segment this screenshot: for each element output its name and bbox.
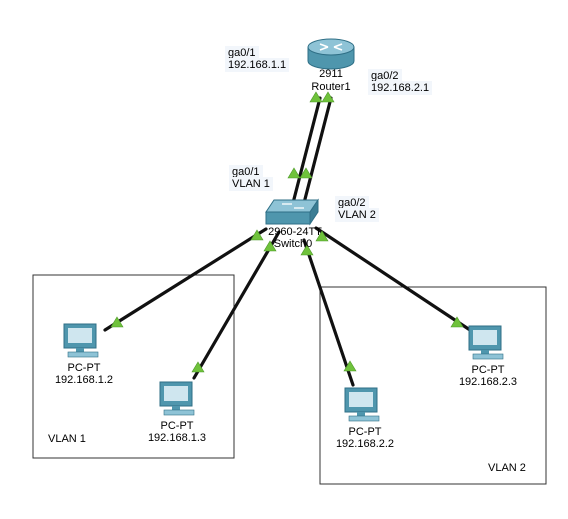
router-ga01-ip-label: 192.168.1.1: [225, 58, 290, 72]
pc-ip-label: 192.168.2.2: [335, 438, 395, 450]
switch-ga02-vlan-label: VLAN 2: [335, 208, 379, 222]
pc-icon[interactable]: [159, 381, 195, 416]
link-status-markers: [110, 91, 464, 373]
link-up-marker-pc3: [343, 360, 357, 372]
router-ga02-port-label: ga0/2: [368, 69, 402, 83]
link-up-marker-pc2: [191, 361, 205, 373]
switch-ga02-port-label: ga0/2: [335, 196, 369, 210]
router-ga01-port-label: ga0/1: [225, 46, 259, 60]
link-up-marker-switch-ga02: [299, 167, 313, 179]
vlan2-group-box: [319, 286, 547, 485]
link-up-marker-router-a: [309, 91, 323, 103]
vlan1-group-box: [32, 274, 235, 459]
link-up-marker-pc4: [450, 316, 464, 328]
router-name-label: Router1: [311, 81, 351, 93]
switch-name-label: Switch0: [273, 238, 313, 250]
link-up-marker-router-b: [321, 91, 335, 103]
pc-icon[interactable]: [63, 323, 99, 358]
link-up-marker-switch-pc3: [300, 244, 314, 256]
link-up-marker-pc1: [110, 316, 124, 328]
link-switch-pc4: [314, 226, 472, 332]
link-switch-pc2: [192, 230, 281, 380]
pc-type-label: PC-PT: [160, 420, 194, 432]
link-up-marker-switch-pc1: [250, 229, 264, 241]
switch-icon[interactable]: [265, 198, 319, 226]
pc-type-label: PC-PT: [67, 362, 101, 374]
pc-type-label: PC-PT: [471, 364, 505, 376]
pc-icon[interactable]: [468, 325, 504, 360]
link-router-switch-ga02: [302, 96, 333, 205]
switch-ga01-port-label: ga0/1: [229, 165, 263, 179]
router-icon[interactable]: [307, 38, 355, 70]
vlan2-group-label: VLAN 2: [488, 462, 526, 474]
link-router-switch-ga01: [291, 96, 322, 205]
link-up-marker-switch-ga01: [287, 167, 301, 179]
switch-model-label: 2960-24TT: [268, 226, 322, 238]
router-ga02-ip-label: 192.168.2.1: [368, 81, 433, 95]
pc-ip-label: 192.168.2.3: [458, 376, 518, 388]
link-switch-pc3: [302, 238, 355, 387]
pc-ip-label: 192.168.1.3: [147, 432, 207, 444]
switch-ga01-vlan-label: VLAN 1: [229, 177, 273, 191]
router-model-label: 2911: [319, 68, 343, 80]
links: [103, 96, 472, 387]
link-up-marker-switch-pc4: [315, 230, 329, 242]
pc-type-label: PC-PT: [348, 426, 382, 438]
vlan1-group-label: VLAN 1: [48, 433, 86, 445]
pc-ip-label: 192.168.1.2: [54, 374, 114, 386]
pc-icon[interactable]: [344, 387, 380, 422]
link-switch-pc1: [103, 227, 268, 332]
link-up-marker-switch-pc2: [263, 240, 277, 252]
